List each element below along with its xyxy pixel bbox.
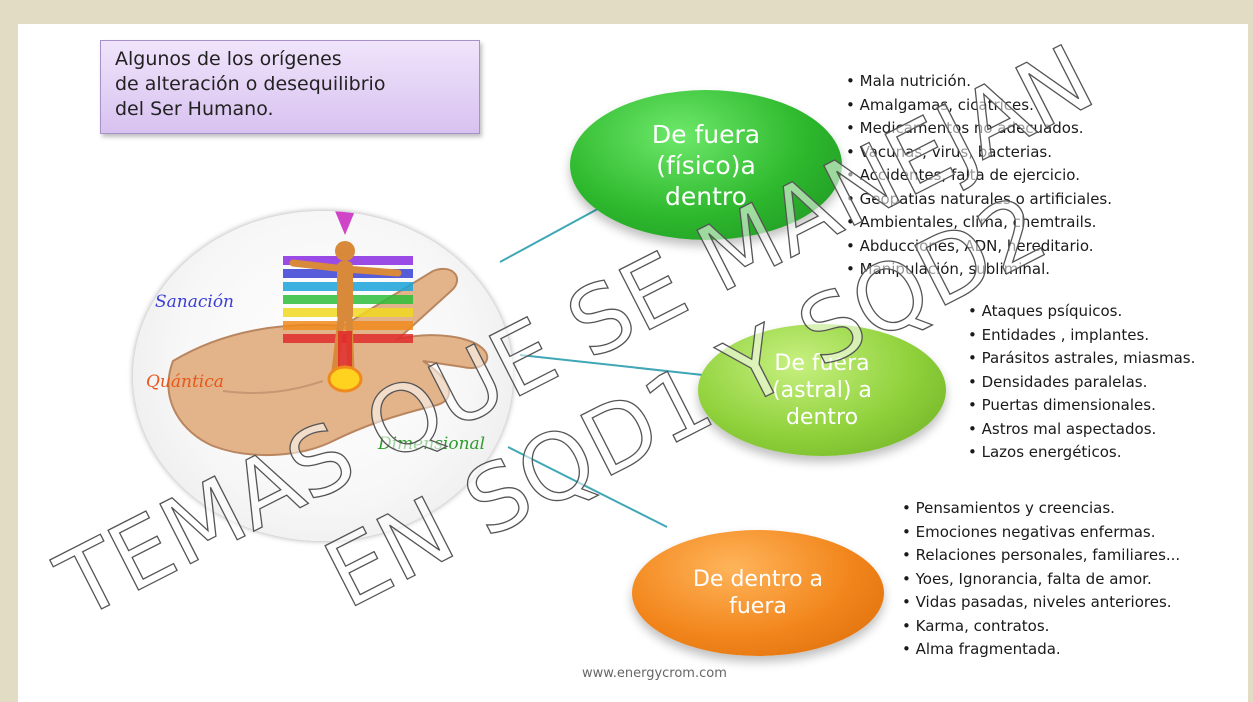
node-line: dentro bbox=[665, 181, 747, 211]
list-item: Emociones negativas enfermas. bbox=[902, 521, 1180, 545]
list-item: Ataques psíquicos. bbox=[968, 300, 1195, 324]
label-quantica: Quántica bbox=[146, 372, 224, 392]
list-fisico: Mala nutrición. Amalgamas, cicatrices. M… bbox=[846, 70, 1112, 282]
node-line: De fuera bbox=[774, 350, 870, 376]
list-dentro: Pensamientos y creencias. Emociones nega… bbox=[902, 497, 1181, 662]
label-sanacion: Sanación bbox=[155, 292, 235, 312]
node-line: De fuera bbox=[651, 119, 761, 149]
node-line: (físico)a bbox=[656, 150, 756, 180]
list-item: Puertas dimensionales. bbox=[968, 394, 1195, 418]
list-item: Alma fragmentada. bbox=[902, 638, 1180, 662]
list-item: Yoes, Ignorancia, falta de amor. bbox=[902, 568, 1180, 592]
title-line: del Ser Humano. bbox=[115, 98, 274, 120]
list-item: Accidentes, falta de ejercicio. bbox=[846, 164, 1112, 188]
list-item: Medicamentos no adecuados. bbox=[846, 117, 1112, 141]
title-line: Algunos de los orígenes bbox=[115, 48, 342, 70]
list-item: Relaciones personales, familiares... bbox=[902, 544, 1181, 568]
list-item: Lazos energéticos. bbox=[968, 441, 1195, 465]
label-dimensional: Dimensional bbox=[378, 434, 486, 454]
list-item: Abducciones, ADN, hereditario. bbox=[846, 235, 1112, 259]
hand-figure-icon bbox=[167, 211, 489, 457]
list-astral: Ataques psíquicos. Entidades , implantes… bbox=[968, 300, 1196, 465]
list-item: Parásitos astrales, miasmas. bbox=[968, 347, 1196, 371]
title-box: Algunos de los orígenes de alteración o … bbox=[100, 40, 480, 134]
list-item: Astros mal aspectados. bbox=[968, 418, 1195, 442]
title-line: de alteración o desequilibrio bbox=[115, 73, 386, 95]
list-item: Ambientales, clima, chemtrails. bbox=[846, 211, 1112, 235]
healing-hand-illustration bbox=[133, 211, 513, 541]
list-item: Amalgamas, cicatrices. bbox=[846, 94, 1112, 118]
node-line: De dentro a bbox=[692, 567, 824, 592]
node-de-dentro-a-fuera: De dentro a fuera bbox=[632, 530, 884, 656]
node-de-fuera-astral: De fuera (astral) a dentro bbox=[698, 324, 946, 456]
list-item: Vacunas, virus, bacterias. bbox=[846, 141, 1112, 165]
list-item: Densidades paralelas. bbox=[968, 371, 1195, 395]
node-de-fuera-fisico: De fuera (físico)a dentro bbox=[570, 90, 842, 240]
list-item: Geopatias naturales o artificiales. bbox=[846, 188, 1112, 212]
list-item: Karma, contratos. bbox=[902, 615, 1180, 639]
list-item: Vidas pasadas, niveles anteriores. bbox=[902, 591, 1180, 615]
connector-astral bbox=[519, 354, 704, 376]
node-line: dentro bbox=[785, 404, 859, 430]
list-item: Pensamientos y creencias. bbox=[902, 497, 1180, 521]
node-line: (astral) a bbox=[772, 377, 872, 403]
node-line: fuera bbox=[729, 594, 787, 619]
list-item: Manipulación, subliminal. bbox=[846, 258, 1112, 282]
connector-fisico bbox=[499, 204, 606, 263]
list-item: Entidades , implantes. bbox=[968, 324, 1195, 348]
footer-url: www.energycrom.com bbox=[582, 666, 727, 681]
list-item: Mala nutrición. bbox=[846, 70, 1112, 94]
connector-dentro bbox=[507, 446, 668, 528]
